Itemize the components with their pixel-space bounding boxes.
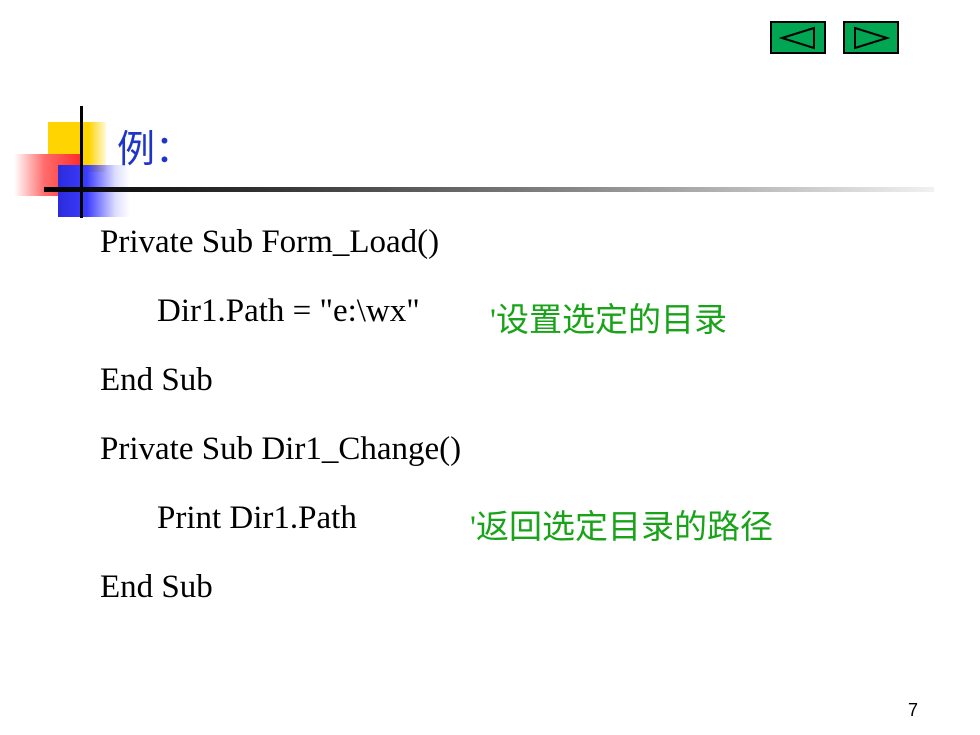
slide-title: 例： — [117, 129, 194, 171]
code-comment: '返回选定目录的路径 — [470, 510, 773, 546]
page-number: 7 — [908, 700, 919, 720]
decoration-vertical-line — [80, 106, 83, 218]
previous-slide-button[interactable] — [770, 21, 826, 54]
triangle-right-icon — [854, 26, 891, 49]
code-line-1: Private Sub Form_Load() — [100, 224, 440, 260]
title-underline — [44, 187, 934, 192]
code-line-4: Private Sub Dir1_Change() — [100, 431, 462, 467]
code-line-6: End Sub — [100, 569, 213, 605]
next-slide-button[interactable] — [843, 21, 899, 54]
code-text: Print Dir1.Path — [157, 500, 357, 536]
code-comment: '设置选定的目录 — [490, 303, 727, 339]
code-line-3: End Sub — [100, 362, 213, 398]
triangle-left-icon — [778, 26, 815, 49]
code-line-2: Dir1.Path = "e:\wx" '设置选定的目录 — [0, 293, 980, 339]
code-text: Dir1.Path = "e:\wx" — [157, 293, 420, 329]
code-line-5: Print Dir1.Path '返回选定目录的路径 — [0, 500, 980, 546]
